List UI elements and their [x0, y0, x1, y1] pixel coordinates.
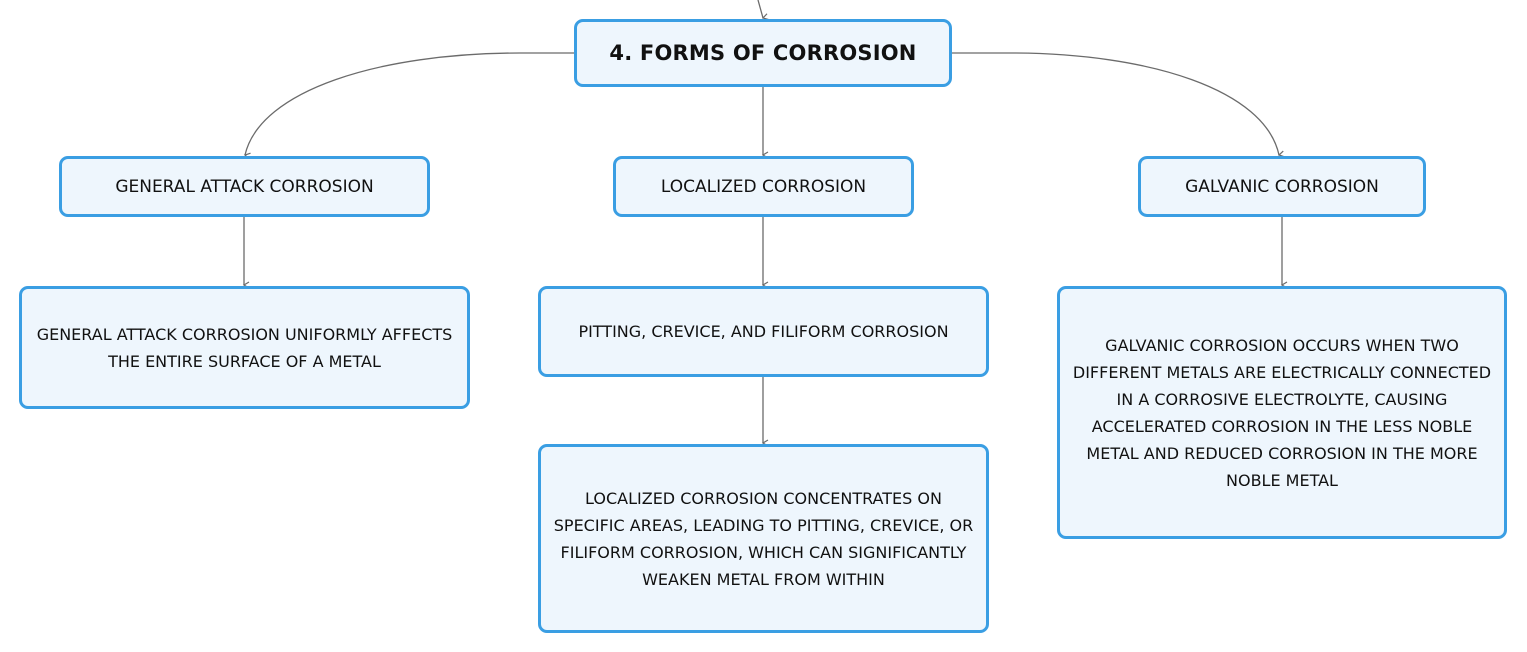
subtopic-label: GALVANIC CORROSION OCCURS WHEN TWO DIFFE… — [1072, 335, 1492, 490]
subtopic-general-attack-description[interactable]: GENERAL ATTACK CORROSION UNIFORMLY AFFEC… — [19, 286, 470, 409]
connector-root-to-general — [243, 52, 574, 160]
topic-label: GALVANIC CORROSION — [1185, 176, 1379, 197]
subtopic-localized-description[interactable]: LOCALIZED CORROSION CONCENTRATES ON SPEC… — [538, 444, 989, 633]
connector-incoming — [757, 0, 769, 21]
subtopic-localized-types[interactable]: PITTING, CREVICE, AND FILIFORM CORROSION — [538, 286, 989, 377]
subtopic-galvanic-description[interactable]: GALVANIC CORROSION OCCURS WHEN TWO DIFFE… — [1057, 286, 1507, 539]
subtopic-label: GENERAL ATTACK CORROSION UNIFORMLY AFFEC… — [36, 324, 453, 371]
topic-label: GENERAL ATTACK CORROSION — [115, 176, 374, 197]
subtopic-label: LOCALIZED CORROSION CONCENTRATES ON SPEC… — [553, 488, 974, 589]
topic-label: LOCALIZED CORROSION — [660, 176, 867, 197]
subtopic-label: PITTING, CREVICE, AND FILIFORM CORROSION — [578, 322, 949, 341]
topic-general-attack-corrosion[interactable]: GENERAL ATTACK CORROSION — [59, 156, 430, 217]
root-topic-label: 4. FORMS OF CORROSION — [609, 41, 917, 65]
root-topic-node[interactable]: 4. FORMS OF CORROSION — [574, 19, 952, 87]
connector-root-to-galvanic — [952, 52, 1285, 158]
topic-galvanic-corrosion[interactable]: GALVANIC CORROSION — [1138, 156, 1426, 217]
topic-localized-corrosion[interactable]: LOCALIZED CORROSION — [613, 156, 914, 217]
